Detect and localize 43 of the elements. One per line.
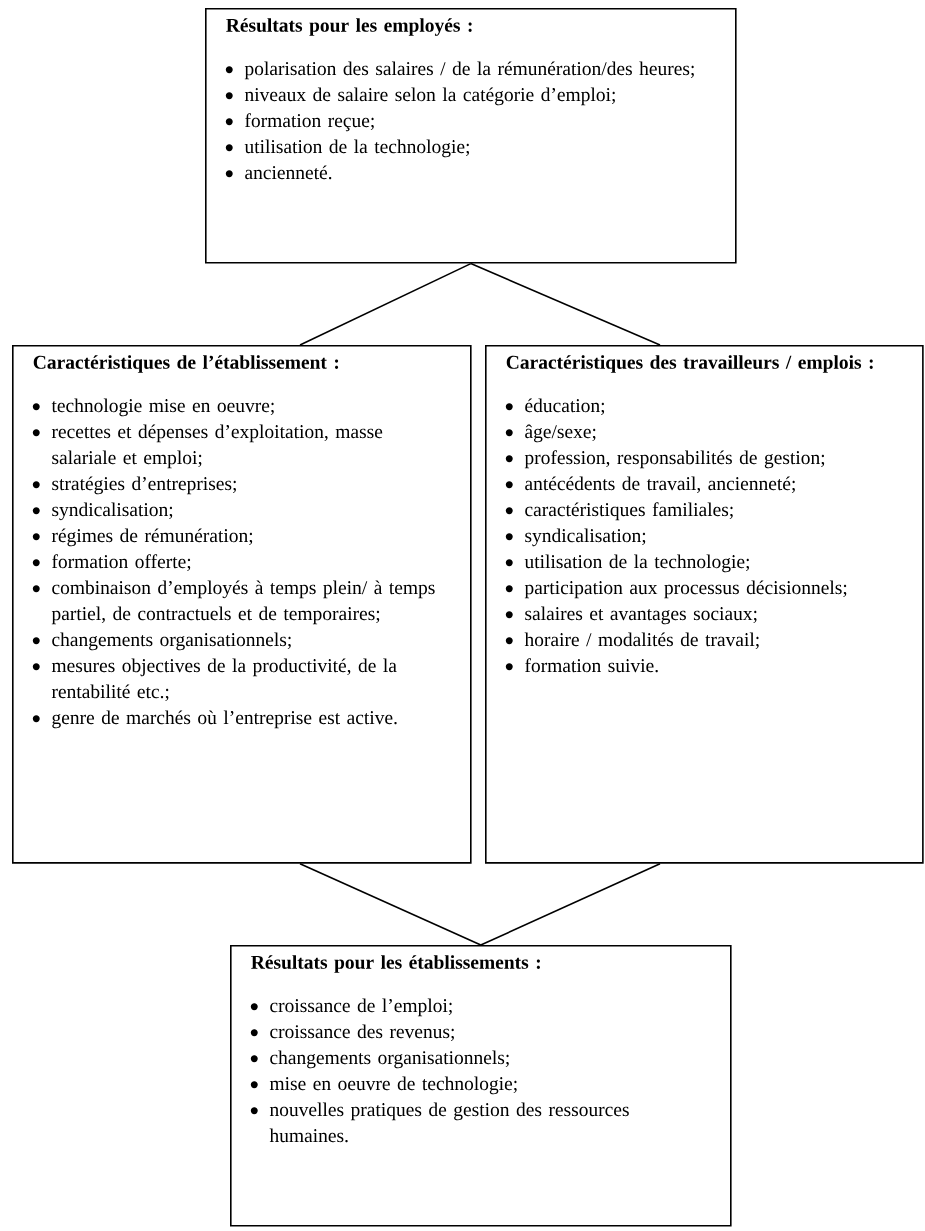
bullet-item: combinaison d’employés à temps plein/ à temps partiel, de contractuels et de temporaires; <box>32 580 435 625</box>
bullet-item: ancienneté. <box>225 165 332 180</box>
bullet-item: utilisation de la technologie; <box>225 139 469 158</box>
bullet-item: changements organisationnels; <box>250 1050 509 1069</box>
bullet-item: syndicalisation; <box>32 502 173 521</box>
bullet-item: recettes et dépenses d’exploitation, masse salariale et emploi; <box>32 424 383 469</box>
text-box <box>205 8 737 264</box>
bullet-item: formation offerte; <box>32 554 191 571</box>
connector-line <box>299 262 472 346</box>
bullet-item: polarisation des salaires / de la rémunération/des heures; <box>225 61 694 80</box>
bullet-item: stratégies d’entreprises; <box>32 476 236 495</box>
bullet-item: niveaux de salaire selon la catégorie d’emploi; <box>225 87 615 106</box>
bullet-item: participation aux processus décisionnels; <box>505 580 847 599</box>
bullet-item: technologie mise en oeuvre; <box>32 398 274 417</box>
box-heading: Caractéristiques des travailleurs / emplois : <box>506 355 873 373</box>
text-box <box>12 345 472 864</box>
box-heading: Résultats pour les établissements : <box>251 955 540 973</box>
bullet-item: formation suivie. <box>505 658 658 673</box>
bullet-item: croissance des revenus; <box>250 1024 454 1041</box>
connector-line <box>480 862 661 946</box>
bullet-item: mesures objectives de la productivité, de la rentabilité etc.; <box>32 658 397 701</box>
bullet-item: utilisation de la technologie; <box>505 554 749 573</box>
box-heading: Résultats pour les employés : <box>226 18 472 36</box>
bullet-item: profession, responsabilités de gestion; <box>505 450 825 469</box>
bullet-item: syndicalisation; <box>505 528 646 547</box>
bullet-item: changements organisationnels; <box>32 632 291 651</box>
text-box <box>485 345 924 864</box>
bullet-item: antécédents de travail, ancienneté; <box>505 476 795 493</box>
bullet-item: formation reçue; <box>225 113 374 132</box>
bullet-item: croissance de l’emploi; <box>250 998 452 1017</box>
bullet-item: nouvelles pratiques de gestion des ressources humaines. <box>250 1102 629 1143</box>
box-heading: Caractéristiques de l’établissement : <box>33 355 339 373</box>
bullet-item: mise en oeuvre de technologie; <box>250 1076 517 1095</box>
bullet-item: âge/sexe; <box>505 424 596 443</box>
bullet-item: éducation; <box>505 398 605 415</box>
bullet-item: horaire / modalités de travail; <box>505 632 759 649</box>
bullet-item: salaires et avantages sociaux; <box>505 606 757 625</box>
bullet-item: caractéristiques familiales; <box>505 502 733 521</box>
text-box <box>230 945 732 1227</box>
connector-line <box>470 262 661 346</box>
bullet-item: régimes de rémunération; <box>32 528 253 547</box>
bullet-item: genre de marchés où l’entreprise est active. <box>32 710 397 729</box>
connector-line <box>299 862 482 946</box>
